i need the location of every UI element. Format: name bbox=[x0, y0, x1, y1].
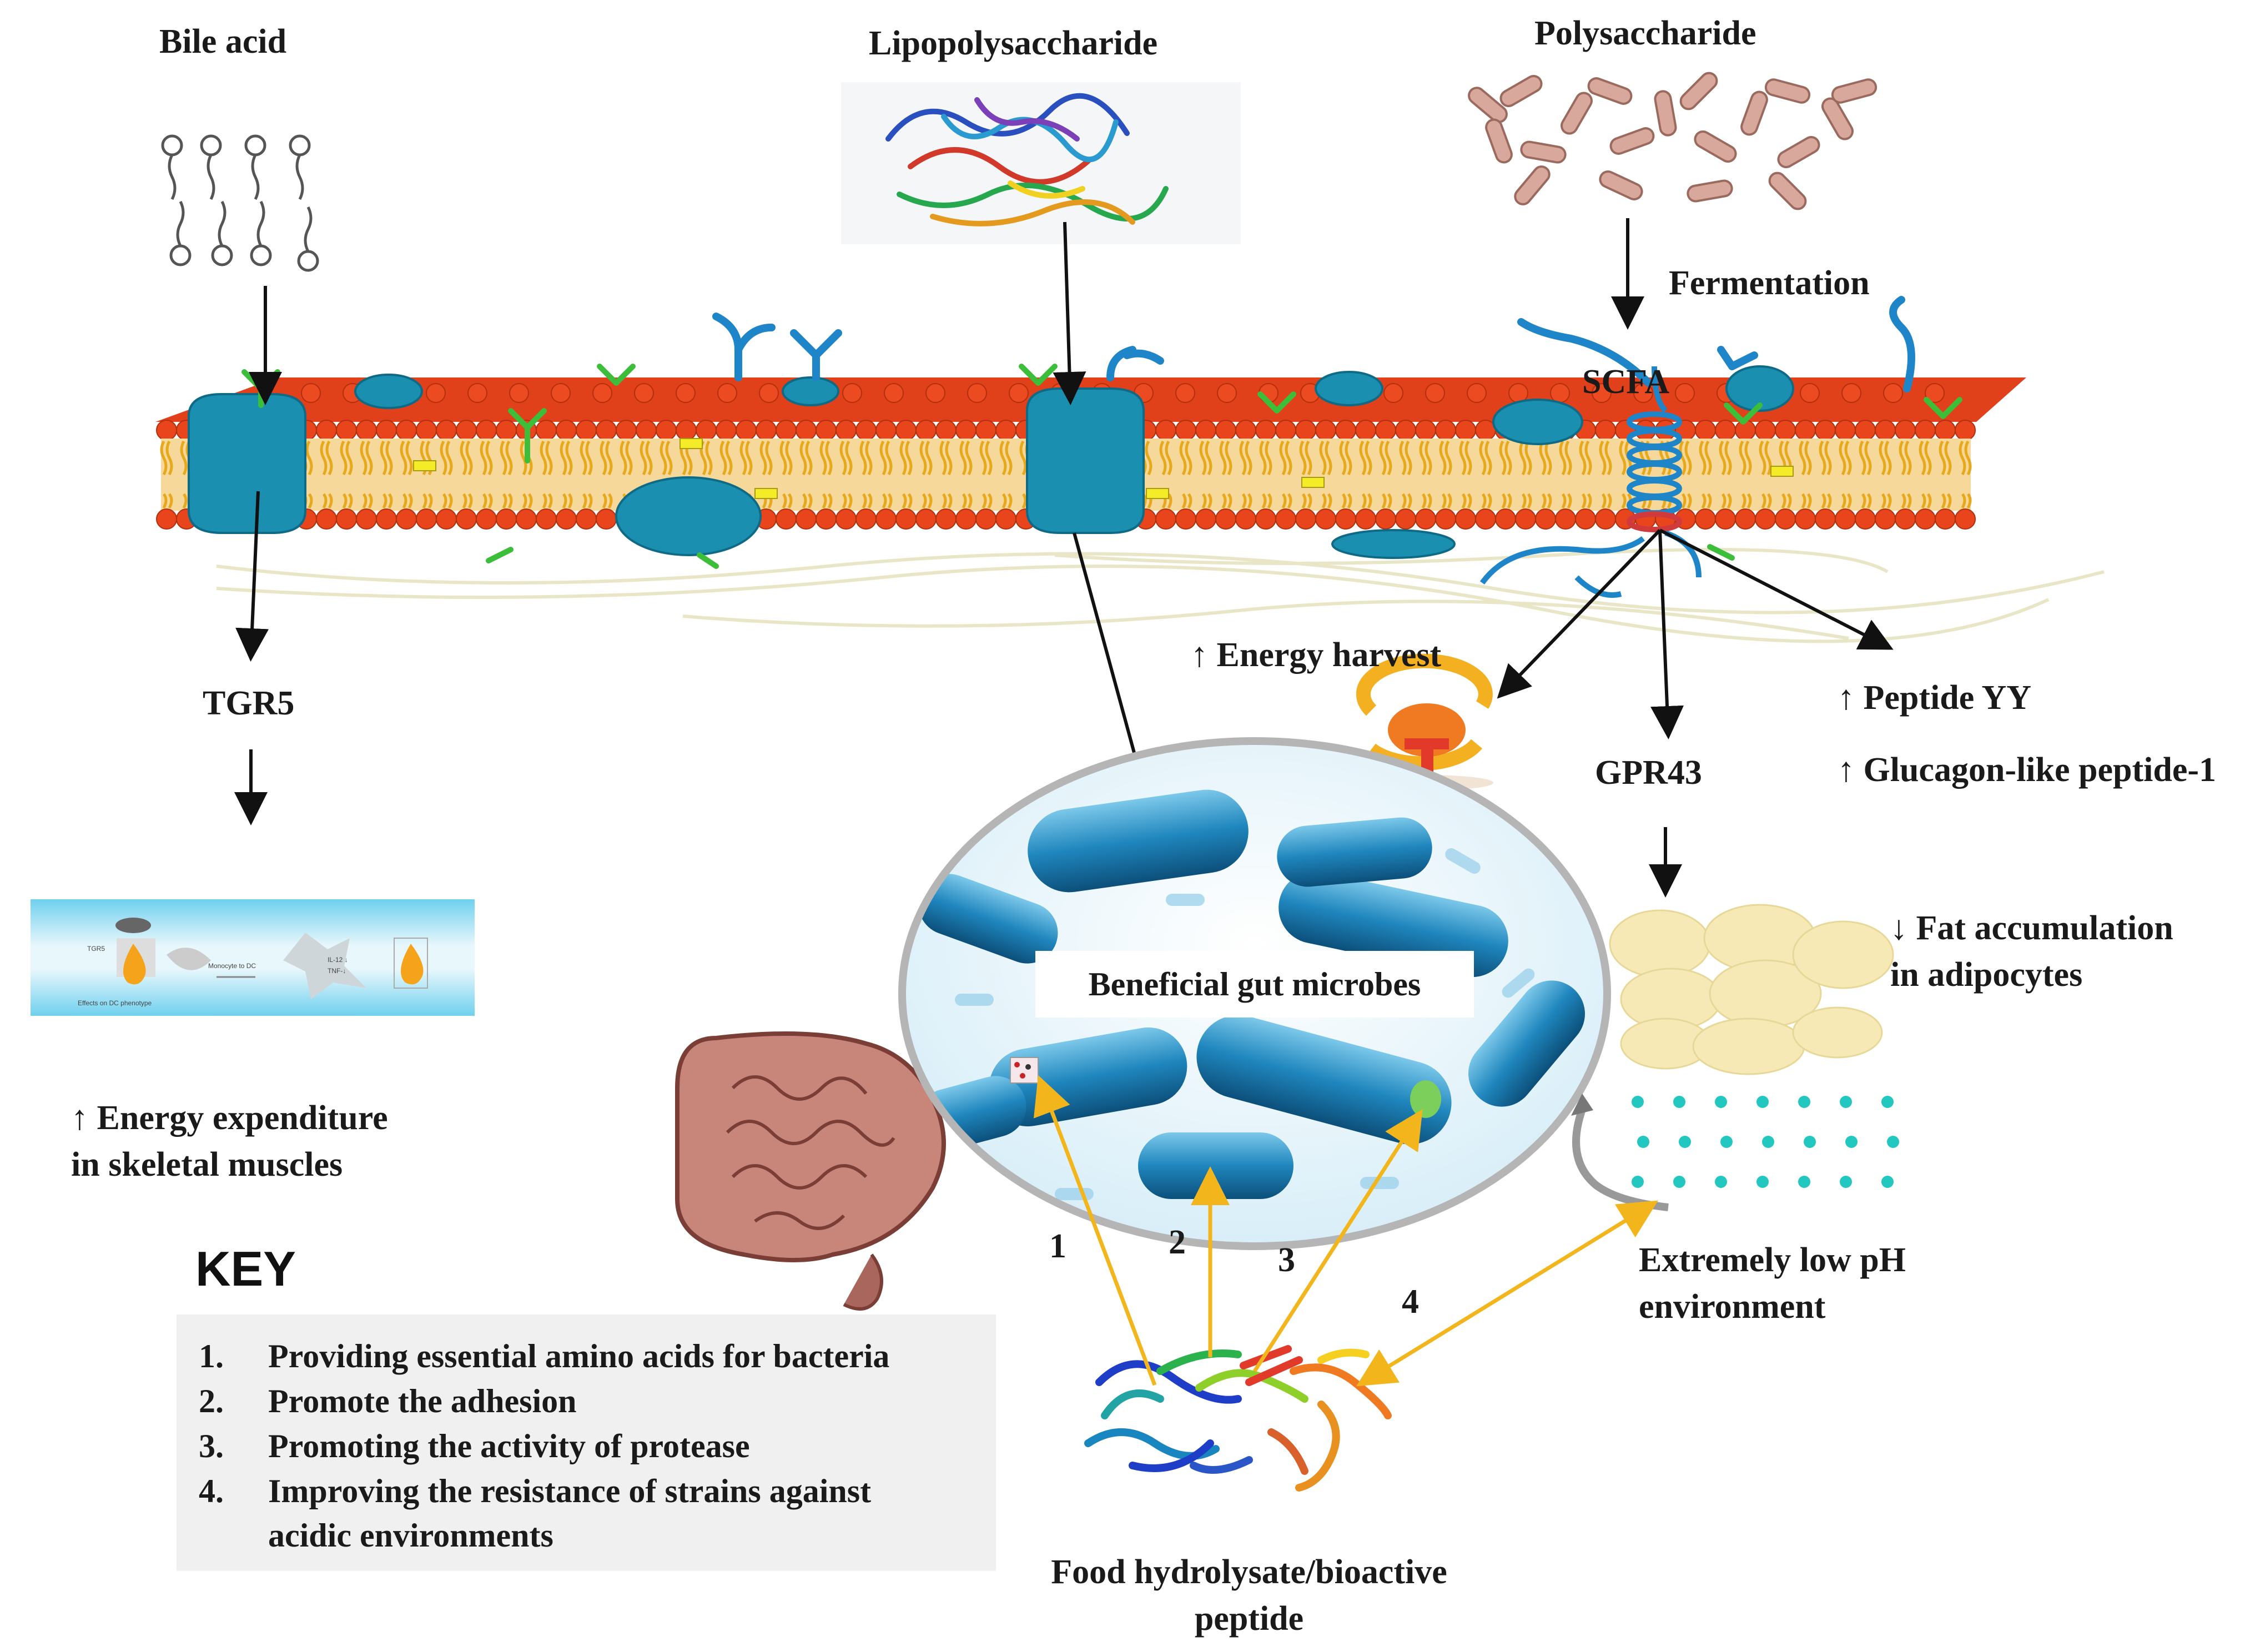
gpcr-coil bbox=[1479, 366, 1702, 598]
key-item-number: 2. bbox=[199, 1383, 224, 1419]
beneficial-microbes-box: Beneficial gut microbes bbox=[1035, 951, 1474, 1018]
cell-membrane bbox=[155, 296, 2105, 643]
lipopolysaccharide-label: Lipopolysaccharide bbox=[869, 24, 1158, 62]
peptide-yy-label: ↑ Peptide YY bbox=[1838, 679, 2031, 717]
bile-acid-icon bbox=[161, 134, 319, 272]
food-hydrolysate-label: Food hydrolysate/bioactive peptide bbox=[1033, 1549, 1466, 1642]
arrow-number-3: 3 bbox=[1278, 1241, 1295, 1279]
food-hydrolysate-line2: peptide bbox=[1194, 1600, 1304, 1638]
tgr5-label: TGR5 bbox=[203, 684, 295, 722]
key-item-number: 1. bbox=[199, 1338, 224, 1374]
inset-tgr5-text: TGR5 bbox=[87, 945, 105, 953]
key-item-number: 3. bbox=[199, 1428, 224, 1464]
glp1-label: ↑ Glucagon-like peptide-1 bbox=[1838, 751, 2217, 789]
inset-monocyte-text: Monocyte to DC bbox=[208, 962, 256, 970]
key-item-text: Providing essential amino acids for bact… bbox=[268, 1338, 890, 1374]
fat-accumulation-label: ↓ Fat accumulation in adipocytes bbox=[1890, 905, 2173, 998]
key-item-text: acidic environments bbox=[268, 1517, 553, 1554]
energy-expenditure-line2: in skeletal muscles bbox=[71, 1146, 343, 1183]
key-item-text: Promoting the activity of protease bbox=[268, 1428, 750, 1464]
polysaccharide-bacteria-icon bbox=[1468, 72, 1878, 210]
arrow-number-4: 4 bbox=[1402, 1283, 1419, 1321]
fat-accumulation-line1: ↓ Fat accumulation bbox=[1890, 909, 2173, 947]
beneficial-microbes-label: Beneficial gut microbes bbox=[1088, 965, 1421, 1003]
intestine-illustration bbox=[675, 1031, 946, 1311]
gpr43-label: GPR43 bbox=[1595, 754, 1702, 792]
low-ph-line1: Extremely low pH bbox=[1639, 1241, 1906, 1279]
arrow-number-2: 2 bbox=[1169, 1223, 1186, 1261]
lipopolysaccharide-structure-icon bbox=[841, 82, 1241, 244]
low-ph-dots bbox=[1632, 1096, 1899, 1188]
low-ph-line2: environment bbox=[1639, 1288, 1826, 1326]
inset-tnf-text: TNF-↓ bbox=[328, 967, 346, 975]
key-title: KEY bbox=[195, 1241, 296, 1296]
food-peptide-structure-icon bbox=[1084, 1345, 1392, 1492]
tgr5-dendritic-cell-inset bbox=[31, 899, 475, 1016]
curved-gray-arrow bbox=[1571, 1094, 1669, 1211]
food-hydrolysate-line1: Food hydrolysate/bioactive bbox=[1051, 1553, 1447, 1591]
key-item-number: 4. bbox=[199, 1473, 224, 1509]
inset-effects-text: Effects on DC phenotype bbox=[78, 999, 152, 1007]
arrow-number-1: 1 bbox=[1049, 1227, 1066, 1265]
fat-accumulation-line2: in adipocytes bbox=[1890, 956, 2083, 994]
bile-acid-label: Bile acid bbox=[159, 23, 287, 61]
energy-expenditure-label: ↑ Energy expenditure in skeletal muscles bbox=[71, 1095, 388, 1188]
fermentation-label: Fermentation bbox=[1669, 264, 1870, 302]
peptide-effect-arrows bbox=[1033, 1075, 1658, 1387]
key-item-text: Improving the resistance of strains agai… bbox=[268, 1473, 872, 1509]
inset-il-text: IL-12 ↓ bbox=[328, 956, 348, 964]
polysaccharide-label: Polysaccharide bbox=[1534, 14, 1756, 52]
scfa-label: SCFA bbox=[1582, 363, 1670, 401]
energy-expenditure-line1: ↑ Energy expenditure bbox=[71, 1099, 388, 1137]
low-ph-label: Extremely low pH environment bbox=[1639, 1237, 1906, 1330]
adipocyte-cells-illustration bbox=[1609, 904, 1894, 1075]
energy-harvest-label: ↑ Energy harvest bbox=[1191, 636, 1442, 674]
key-legend-box: 1. Providing essential amino acids for b… bbox=[177, 1314, 996, 1571]
key-item-text: Promote the adhesion bbox=[268, 1383, 577, 1419]
